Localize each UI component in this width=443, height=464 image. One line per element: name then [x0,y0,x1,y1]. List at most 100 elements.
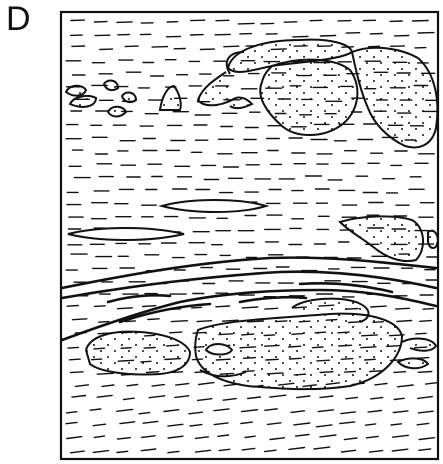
dash-mark [344,438,357,440]
dash-mark [238,23,254,24]
dash-mark [93,451,108,453]
dash-mark [120,422,135,424]
dash-mark [148,319,159,320]
dash-mark [394,398,404,399]
dash-mark [316,425,332,427]
dash-mark [97,373,113,374]
dash-mark [139,413,149,414]
dash-mark [340,422,355,424]
dash-mark [223,399,236,401]
dash-mark [214,423,228,425]
dash-mark [192,307,202,308]
dash-mark [168,451,179,452]
dash-mark [152,385,164,387]
dash-mark [189,412,203,414]
dash-mark [318,410,333,412]
dash-mark [190,425,202,426]
dash-mark [70,372,83,373]
dash-mark [102,385,114,386]
dash-mark [72,396,86,398]
dash-mark [149,396,165,398]
dash-mark [127,385,138,386]
dash-mark [118,438,131,440]
dash-mark [218,435,229,436]
dash-mark [93,424,105,426]
dash-mark [398,385,414,387]
dash-mark [418,372,432,373]
dash-mark [423,309,434,310]
dash-mark [265,308,278,309]
dash-mark [175,396,189,398]
dash-mark [341,412,355,414]
dash-mark [176,384,189,386]
dash-mark [168,424,183,426]
dash-mark [90,409,101,410]
dash-mark [392,449,408,451]
dash-mark [320,36,335,37]
dash-mark [67,412,77,413]
dash-mark [168,436,183,438]
dash-mark [297,396,310,398]
dash-mark [289,448,305,450]
dash-mark [320,396,333,398]
dash-mark [94,436,104,437]
dash-mark [314,447,330,449]
dash-mark [294,423,310,425]
dash-mark [396,308,410,309]
dash-mark [346,397,358,398]
dash-mark [170,332,182,333]
dash-mark [152,47,167,48]
dash-mark [67,306,78,307]
dash-mark [270,438,284,440]
dash-mark [242,410,258,412]
dash-mark [293,36,308,37]
dash-mark [68,347,79,348]
dash-mark [265,409,277,411]
dash-mark [368,411,381,413]
dash-mark [94,306,105,307]
dash-mark [393,411,408,413]
lower-stippled-bodies [86,299,436,390]
dash-mark [195,437,208,439]
dash-mark [216,306,230,307]
dash-mark [219,449,230,450]
dash-mark [265,450,276,451]
dash-mark [375,384,387,385]
dash-mark [366,424,376,425]
dash-mark [420,321,432,322]
dash-mark [67,437,82,439]
dash-mark [143,306,156,307]
upper-right-stippled-body [198,40,437,148]
dash-mark [197,321,212,322]
dash-mark [291,411,304,413]
dash-mark [242,448,255,450]
dash-mark [75,385,88,387]
dash-mark [241,422,253,423]
dash-mark [419,411,434,413]
dash-mark [419,449,431,450]
dash-mark [198,399,212,401]
dash-mark [72,319,86,320]
dash-mark [66,422,77,423]
dash-mark [416,333,426,334]
dash-mark [224,46,239,47]
dash-mark [124,398,135,399]
dash-mark [97,395,112,397]
dash-mark [199,383,214,385]
dash-mark [196,450,211,452]
dash-mark [391,424,401,425]
dash-mark [117,451,128,452]
dash-mark [164,410,179,412]
dash-mark [171,321,187,322]
dash-mark [320,435,336,437]
dash-mark [242,307,258,308]
dash-mark [393,435,409,437]
dash-mark [270,395,286,397]
dash-mark [143,421,158,423]
dash-mark [417,423,429,424]
dash-mark [418,397,433,399]
dash-mark [141,449,155,451]
dash-mark [370,451,383,453]
dash-mark [426,383,439,385]
